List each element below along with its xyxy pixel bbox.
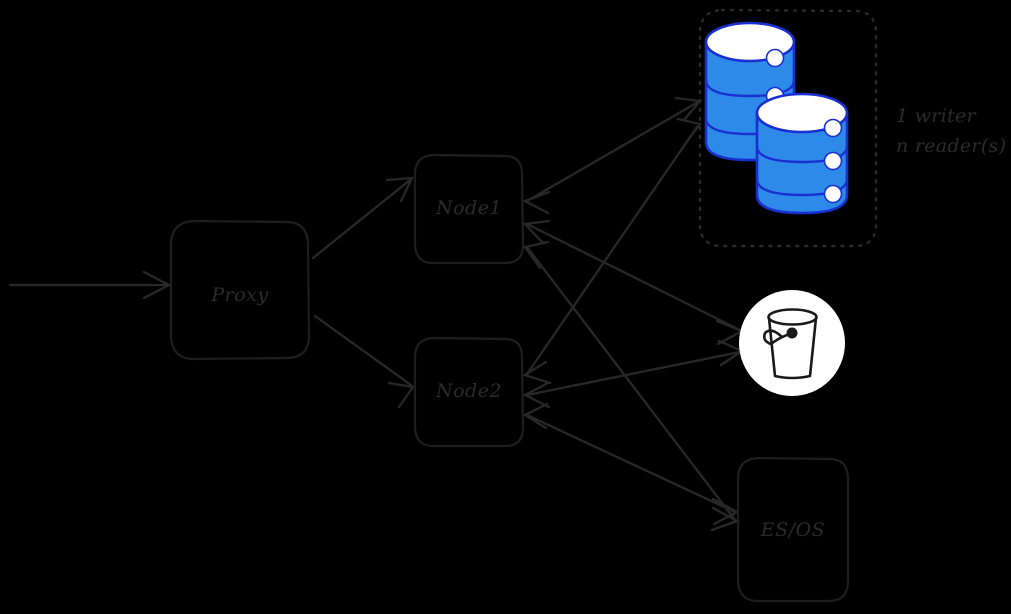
proxy-node[interactable]: Proxy — [169, 219, 311, 361]
database-annotation: 1 writer n reader(s) — [896, 105, 1006, 157]
database-annotation-line1: 1 writer — [896, 105, 978, 127]
reader-database-icon — [755, 92, 849, 215]
node2-label: Node2 — [435, 380, 502, 402]
connector-node1-esos — [523, 240, 740, 532]
connector-node2-bucket — [522, 339, 745, 409]
connector-node1-database — [522, 96, 703, 215]
connector-proxy-to-node1 — [311, 176, 414, 260]
connector-node1-bucket — [522, 219, 745, 346]
bucket-background-circle — [739, 290, 845, 396]
node1-label: Node1 — [435, 197, 502, 219]
bucket-icon — [762, 308, 818, 380]
es-os-node[interactable]: ES/OS — [736, 456, 850, 603]
connector-node2-esos — [522, 402, 740, 526]
es-os-label: ES/OS — [760, 519, 825, 541]
connector-ingress-to-proxy — [8, 270, 172, 300]
proxy-node-label: Proxy — [210, 284, 268, 306]
object-storage-bucket[interactable] — [739, 290, 845, 396]
database-group — [698, 8, 878, 248]
database-annotation-line2: n reader(s) — [896, 135, 1006, 157]
connector-node2-database — [522, 117, 702, 385]
node1-node[interactable]: Node1 — [413, 153, 525, 265]
writer-database-icon — [704, 21, 796, 162]
connector-proxy-to-node2 — [313, 314, 415, 409]
node2-node[interactable]: Node2 — [413, 336, 525, 448]
